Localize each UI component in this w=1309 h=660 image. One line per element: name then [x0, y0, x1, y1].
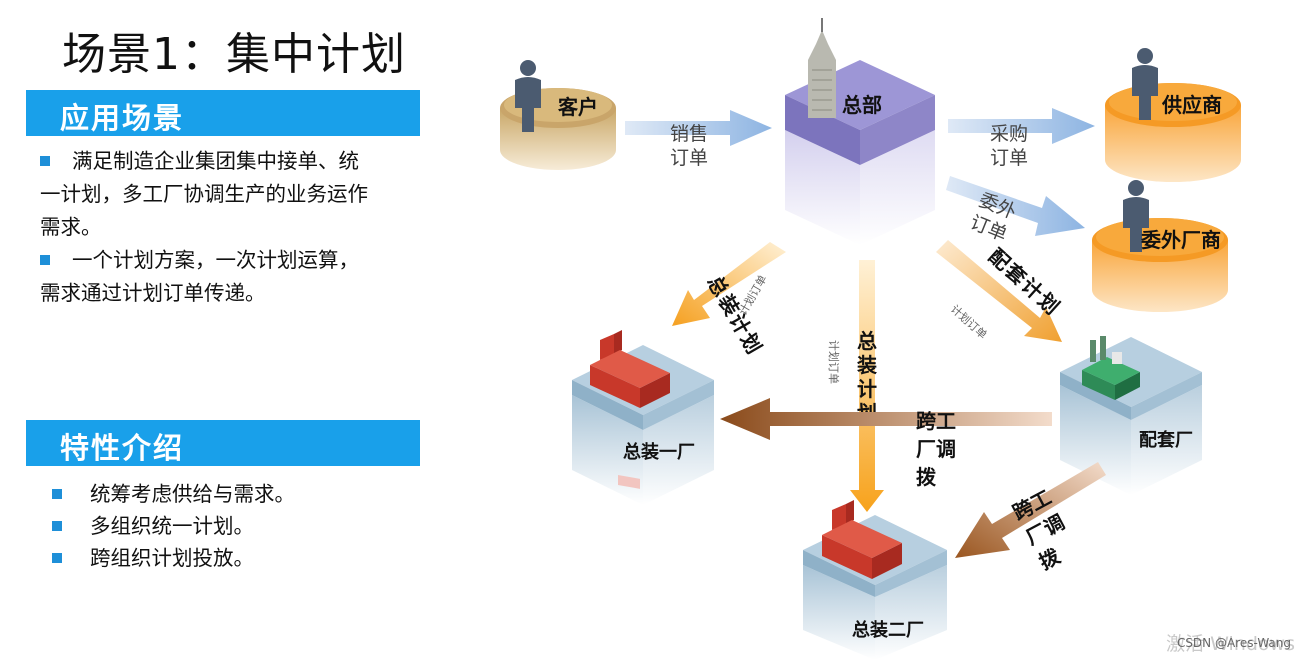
- arrow-sales-order: 销售 订单: [625, 110, 772, 169]
- hq-label: 总部: [842, 93, 882, 117]
- support-plant-node: 配套厂: [1060, 336, 1202, 495]
- svg-text:计划订单: 计划订单: [948, 303, 989, 342]
- arrow-purchase-order: 采购 订单: [948, 108, 1095, 169]
- scenario-item-1: 满足制造企业集团集中接单、统 一计划，多工厂协调生产的业务运作 需求。: [40, 149, 368, 239]
- arrow-assembly-plan-mid: 总 装 计 划 计划订单: [827, 260, 884, 512]
- factory-icon: [590, 330, 670, 489]
- feature-item-2: 多组织统一计划。: [52, 510, 412, 542]
- svg-text:装: 装: [856, 353, 877, 377]
- feature-list: 统筹考虑供给与需求。 多组织统一计划。 跨组织计划投放。: [52, 478, 412, 574]
- skyscraper-icon: [808, 18, 836, 118]
- outsourcer-label: 委外厂商: [1140, 228, 1221, 252]
- scenario-list: 满足制造企业集团集中接单、统 一计划，多工厂协调生产的业务运作 需求。 一个计划…: [40, 145, 420, 310]
- arrow-outsource-order: 委外 订单: [946, 176, 1085, 246]
- svg-text:计划订单: 计划订单: [827, 340, 840, 384]
- section-banner-features: 特性介绍: [26, 420, 420, 466]
- customer-node: 客户: [500, 60, 616, 170]
- person-icon: [1132, 48, 1158, 120]
- svg-text:计: 计: [857, 377, 877, 401]
- customer-label: 客户: [557, 95, 598, 119]
- factory-icon: [822, 500, 902, 579]
- bullet-square-icon: [52, 553, 62, 563]
- support-plant-label: 配套厂: [1139, 429, 1193, 451]
- section-banner-scenarios: 应用场景: [26, 90, 420, 136]
- arrow-matching-plan: 配 套 计 划 计划订单: [936, 240, 1064, 342]
- svg-text:订单: 订单: [670, 147, 708, 169]
- plant2-label: 总装二厂: [852, 619, 924, 641]
- arrow-assembly-plan-left: 总 装 计 划 计划订单: [672, 242, 786, 358]
- page-title: 场景1：集中计划: [62, 29, 406, 80]
- svg-text:拨: 拨: [916, 465, 937, 489]
- feature-item-3: 跨组织计划投放。: [52, 542, 412, 574]
- scenario-item-2: 一个计划方案，一次计划运算， 需求通过计划订单传递。: [40, 248, 359, 305]
- plant2-node: 总装二厂: [803, 500, 947, 660]
- svg-text:采购: 采购: [990, 123, 1028, 145]
- section-heading-features: 特性介绍: [60, 431, 185, 465]
- source-credit: CSDN @Ares-Wang: [1176, 636, 1291, 650]
- bullet-square-icon: [40, 255, 50, 265]
- svg-text:拨: 拨: [1035, 543, 1065, 574]
- svg-text:总: 总: [857, 329, 877, 353]
- bullet-square-icon: [52, 489, 62, 499]
- bullet-square-icon: [40, 156, 50, 166]
- person-icon: [1123, 180, 1149, 252]
- arrow-transfer-to-plant2: 跨工 厂调 拨: [955, 462, 1106, 574]
- supplier-label: 供应商: [1161, 93, 1222, 117]
- outsourcer-node: 委外厂商: [1092, 180, 1228, 312]
- bullet-square-icon: [52, 521, 62, 531]
- windows-activation-watermark: 激活 Windows: [1166, 633, 1295, 655]
- svg-text:销售: 销售: [670, 123, 708, 145]
- supplier-node: 供应商: [1105, 48, 1241, 182]
- svg-text:厂调: 厂调: [916, 437, 956, 461]
- green-factory-icon: [1082, 336, 1140, 400]
- feature-item-1: 统筹考虑供给与需求。: [52, 478, 412, 510]
- plant1-node: 总装一厂: [572, 330, 714, 505]
- arrow-transfer-to-plant1: 跨工 厂调 拨: [720, 398, 1052, 489]
- hq-node: 总部: [785, 18, 935, 245]
- svg-text:订单: 订单: [990, 147, 1028, 169]
- person-icon: [515, 60, 541, 132]
- section-heading-scenarios: 应用场景: [60, 101, 185, 135]
- svg-text:跨工: 跨工: [916, 409, 956, 433]
- plant1-label: 总装一厂: [623, 441, 695, 463]
